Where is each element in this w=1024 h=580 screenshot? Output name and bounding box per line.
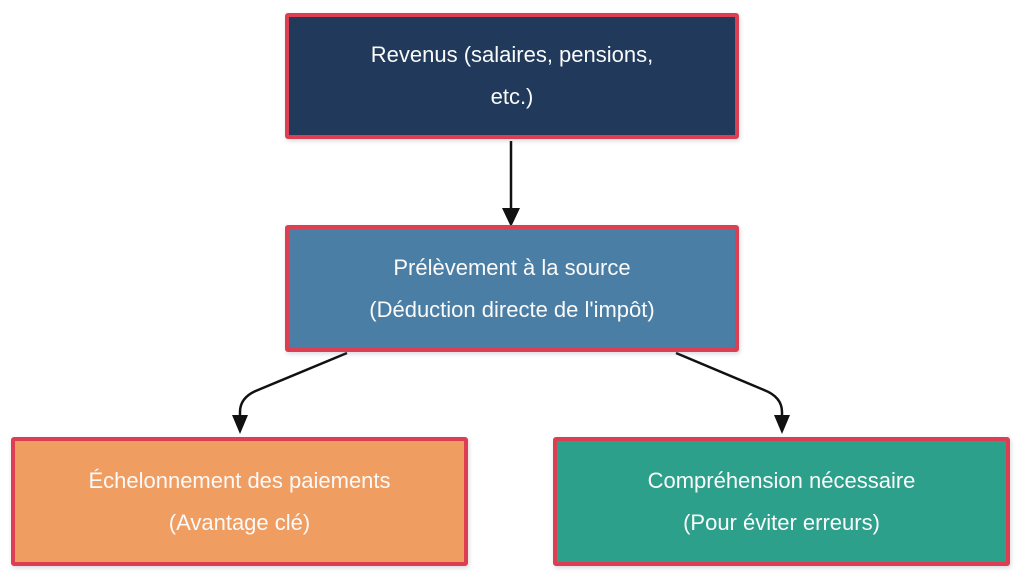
arrowhead-prelevement-to-echelonnement: [232, 415, 248, 434]
node-echelonnement: Échelonnement des paiements (Avantage cl…: [11, 437, 468, 566]
arrow-prelevement-to-echelonnement: [238, 351, 348, 417]
node-comprehension-line2: (Pour éviter erreurs): [683, 509, 880, 535]
arrow-prelevement-to-comprehension: [675, 351, 784, 417]
node-prelevement: Prélèvement à la source (Déduction direc…: [285, 225, 739, 352]
node-prelevement-line2: (Déduction directe de l'impôt): [369, 296, 655, 322]
node-comprehension-line1: Compréhension nécessaire: [647, 467, 916, 493]
node-revenus-line1: Revenus (salaires, pensions,: [370, 42, 654, 67]
arrowhead-prelevement-to-comprehension: [774, 415, 790, 434]
node-comprehension: Compréhension nécessaire (Pour éviter er…: [553, 437, 1010, 566]
node-revenus-line2: etc.): [490, 84, 534, 109]
node-echelonnement-line1: Échelonnement des paiements: [88, 467, 391, 493]
node-revenus: Revenus (salaires, pensions, etc.): [285, 13, 739, 139]
node-echelonnement-line2: (Avantage clé): [168, 509, 311, 535]
node-prelevement-line1: Prélèvement à la source: [393, 254, 631, 280]
